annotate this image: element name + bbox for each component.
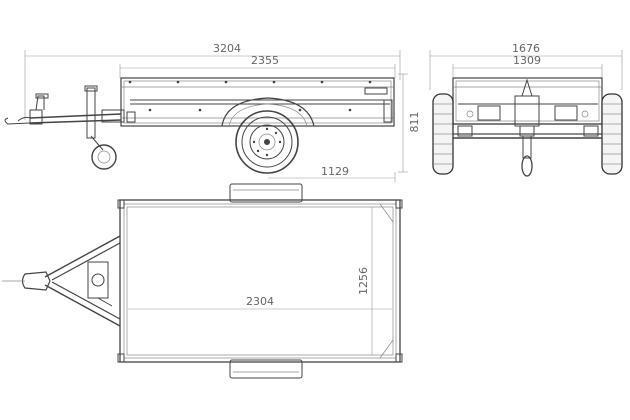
front-left-tire — [432, 93, 454, 175]
dimension-overall-width: 1676 — [429, 42, 623, 90]
side-jockey-wheel — [84, 85, 117, 170]
box-width-label: 1309 — [513, 54, 541, 67]
box-length-label: 2355 — [251, 54, 279, 67]
front-view: 1676 1309 — [429, 42, 623, 177]
dimension-height: 811 — [398, 73, 421, 173]
top-drawbar — [2, 235, 121, 327]
side-box-body — [120, 77, 395, 127]
top-fender-lower — [229, 359, 303, 379]
side-fender — [221, 97, 315, 127]
top-view: 2304 1256 — [2, 183, 403, 379]
dimension-axle-offset: 1129 — [268, 165, 396, 182]
inner-length-label: 2304 — [246, 295, 274, 308]
dimension-inner-length: 2304 — [128, 295, 392, 310]
axle-offset-label: 1129 — [321, 165, 349, 178]
side-drawbar — [4, 93, 125, 125]
dimension-box-length: 2355 — [119, 54, 396, 78]
front-axle-drawbar — [453, 78, 602, 177]
dimension-overall-length: 3204 — [24, 42, 401, 120]
dimension-box-width: 1309 — [452, 54, 603, 78]
top-bed — [117, 199, 403, 363]
side-view: 3204 2355 811 1129 — [4, 42, 421, 182]
height-label: 811 — [408, 112, 421, 133]
overall-length-label: 3204 — [213, 42, 241, 55]
front-right-tire — [601, 93, 623, 175]
overall-width-label: 1676 — [512, 42, 540, 55]
dimension-inner-width: 1256 — [357, 207, 373, 355]
side-wheel — [235, 110, 299, 174]
inner-width-label: 1256 — [357, 267, 370, 295]
top-fender-upper — [229, 183, 303, 203]
